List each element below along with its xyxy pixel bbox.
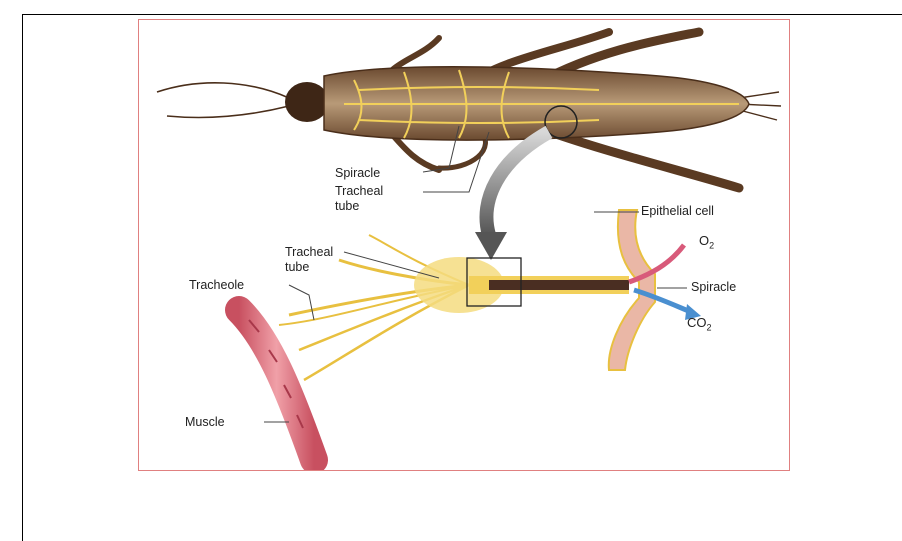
cricket-drawing <box>157 32 781 192</box>
label-tracheal-tube-top-1: Tracheal <box>335 184 383 198</box>
label-o2: O2 <box>699 234 714 253</box>
label-co2: CO2 <box>687 316 712 335</box>
label-tracheal-tube-mid-1: Tracheal <box>285 245 333 259</box>
label-spiracle-right: Spiracle <box>691 280 736 294</box>
label-tracheal-tube-mid-2: tube <box>285 260 309 274</box>
label-tracheole: Tracheole <box>189 278 244 292</box>
label-spiracle-top: Spiracle <box>335 166 380 180</box>
label-muscle: Muscle <box>185 415 225 429</box>
header-rule-left <box>22 14 132 15</box>
header-rule-right <box>796 14 902 15</box>
figure-illustration <box>139 20 790 471</box>
tracheal-system-figure: Spiracle Tracheal tube Epithelial cell T… <box>138 19 790 471</box>
label-tracheal-tube-top-2: tube <box>335 199 359 213</box>
muscle-fiber <box>239 310 314 460</box>
zoom-arrow-head <box>475 232 507 260</box>
label-epithelial-cell: Epithelial cell <box>641 204 714 218</box>
